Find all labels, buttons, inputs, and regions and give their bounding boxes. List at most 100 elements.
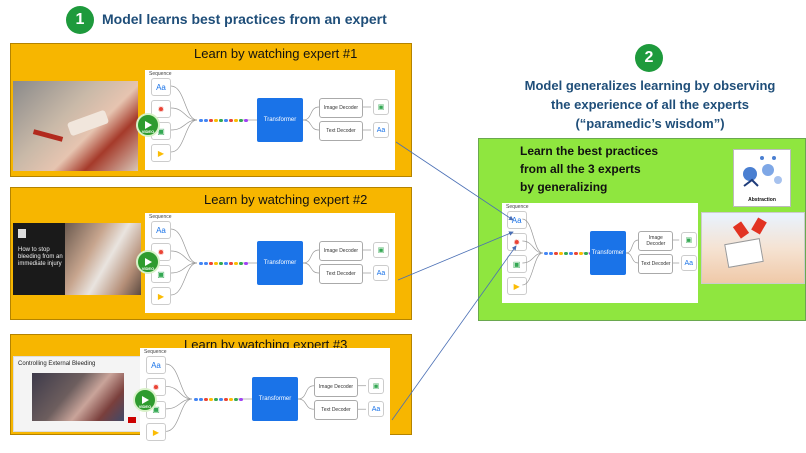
step-1-badge: 1 xyxy=(66,6,94,34)
text-input-icon: Aa xyxy=(151,78,171,96)
video-input-icon: ▶ xyxy=(146,423,166,442)
text-decoder: Text Decoder xyxy=(314,400,358,421)
token xyxy=(194,397,198,401)
trash-icon xyxy=(18,229,26,238)
image-decoder: Image Decoder xyxy=(319,241,363,261)
video-play-icon[interactable]: VIDEO xyxy=(136,250,160,274)
token xyxy=(224,261,228,265)
text-output-icon: Aa xyxy=(368,401,384,418)
play-icon xyxy=(145,258,152,266)
video-play-icon[interactable]: VIDEO xyxy=(136,113,160,137)
step-2-title-line-2: the experience of all the experts xyxy=(551,97,749,112)
token-sequence xyxy=(199,261,248,265)
token xyxy=(234,261,238,265)
image-output-icon: ▣ xyxy=(373,99,389,115)
token xyxy=(564,251,569,255)
token xyxy=(199,261,203,265)
text-input-icon: Aa xyxy=(146,356,166,374)
sequence-label: Sequence xyxy=(506,204,529,210)
token xyxy=(224,118,228,122)
text-decoder: Text Decoder xyxy=(319,264,363,284)
step-2-badge: 2 xyxy=(635,44,663,72)
token xyxy=(584,251,589,255)
token xyxy=(199,397,203,401)
token xyxy=(544,251,549,255)
transformer-block: Transformer xyxy=(257,98,303,142)
generalize-line-2: from all the 3 experts xyxy=(520,162,641,176)
image-decoder: Image Decoder xyxy=(638,231,674,251)
text-input-icon: Aa xyxy=(151,221,171,239)
token xyxy=(209,397,213,401)
video-input-icon: ▶ xyxy=(151,287,171,305)
text-decoder: Text Decoder xyxy=(638,254,674,274)
play-icon xyxy=(145,121,152,129)
token xyxy=(229,397,233,401)
image-decoder: Image Decoder xyxy=(319,98,363,118)
text-output-icon: Aa xyxy=(680,255,697,271)
token xyxy=(569,251,574,255)
image-input-icon: ▣ xyxy=(506,255,527,273)
token xyxy=(234,397,238,401)
play-icon xyxy=(142,396,149,404)
token xyxy=(204,118,208,122)
video-badge-label: VIDEO xyxy=(141,266,155,271)
generalize-line-1: Learn the best practices xyxy=(520,144,659,158)
video-play-icon[interactable]: VIDEO xyxy=(133,388,157,412)
token xyxy=(229,261,233,265)
step-2-title: Model generalizes learning by observing … xyxy=(505,76,795,133)
sequence-label: Sequence xyxy=(149,71,172,77)
image-output-icon: ▣ xyxy=(368,377,384,394)
token xyxy=(204,261,208,265)
image-output-icon: ▣ xyxy=(680,232,697,248)
video-input-icon: ▶ xyxy=(506,277,527,295)
token xyxy=(214,118,218,122)
token xyxy=(574,251,579,255)
arrow-expert-2 xyxy=(397,231,514,281)
red-cross-logo xyxy=(128,417,136,423)
arrow-expert-1 xyxy=(395,141,514,221)
step-2-title-line-1: Model generalizes learning by observing xyxy=(524,78,776,93)
text-decoder: Text Decoder xyxy=(319,121,363,141)
audio-input-icon: ✹ xyxy=(151,100,171,118)
text-output-icon: Aa xyxy=(373,122,389,138)
abstraction-icon xyxy=(743,156,782,187)
text-output-icon: Aa xyxy=(373,265,389,281)
transformer-block: Transformer xyxy=(252,376,298,422)
expert-2-photo: How to stop bleeding from an immediate i… xyxy=(13,223,141,295)
token xyxy=(244,261,248,265)
sequence-label: Sequence xyxy=(144,349,167,355)
expert-2-photo-caption: How to stop bleeding from an immediate i… xyxy=(18,247,63,267)
expert-1-photo xyxy=(13,81,138,171)
token xyxy=(234,118,238,122)
token xyxy=(549,251,554,255)
token xyxy=(244,118,248,122)
token xyxy=(214,397,218,401)
video-input-icon: ▶ xyxy=(151,144,171,162)
token xyxy=(214,261,218,265)
step-1-title: Model learns best practices from an expe… xyxy=(102,11,387,27)
sequence-label: Sequence xyxy=(149,214,172,220)
token xyxy=(239,118,243,122)
arrow-expert-3 xyxy=(391,245,517,421)
token xyxy=(204,397,208,401)
bandage-illustration xyxy=(701,212,805,284)
generalize-text: Learn the best practices from all the 3 … xyxy=(520,142,658,196)
abstraction-card: Abstraction xyxy=(733,149,791,207)
image-decoder: Image Decoder xyxy=(314,376,358,397)
step-2-title-line-3: (“paramedic’s wisdom”) xyxy=(575,116,725,131)
transformer-block: Transformer xyxy=(589,231,626,275)
expert-panel-2-title: Learn by watching expert #2 xyxy=(204,192,368,207)
generalize-line-3: by generalizing xyxy=(520,180,608,194)
abstraction-label: Abstraction xyxy=(748,197,776,203)
token xyxy=(219,261,223,265)
token xyxy=(229,118,233,122)
diagram-connectors xyxy=(170,228,371,296)
token xyxy=(219,397,223,401)
token xyxy=(239,261,243,265)
token xyxy=(209,118,213,122)
video-badge-label: VIDEO xyxy=(138,404,152,409)
